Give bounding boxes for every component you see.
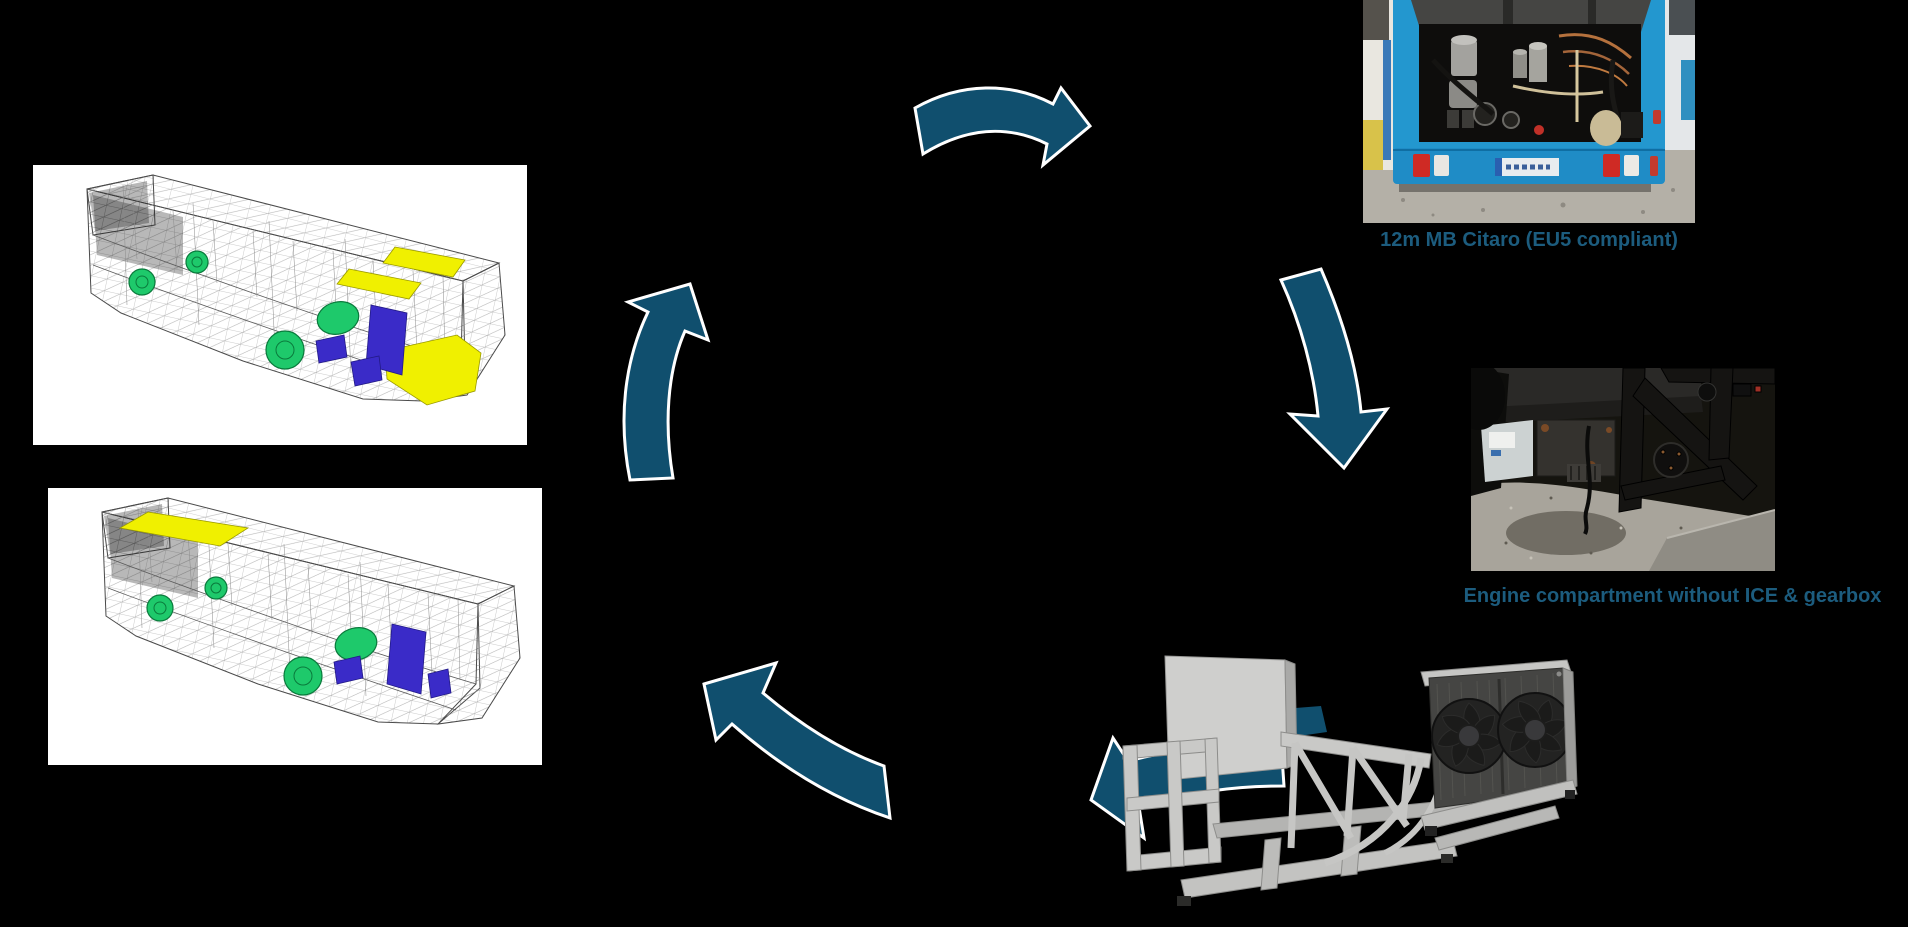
roof-panel-yellow-2 xyxy=(336,268,422,300)
gearbox-mount-area xyxy=(1536,419,1616,482)
front-axle-wheel xyxy=(128,268,156,296)
tail-lights xyxy=(1413,110,1661,177)
rear-frame-beams xyxy=(1618,368,1775,513)
cad-bus-panel-bottom xyxy=(48,488,542,765)
roof-panel-yellow-front xyxy=(118,511,250,547)
rack-front-subframe xyxy=(1122,737,1222,872)
fan-right xyxy=(1497,692,1573,768)
traction-motor xyxy=(316,301,360,335)
rack-back-panel xyxy=(1164,655,1298,781)
wireframe-bus-model-b xyxy=(101,497,521,725)
rack-and-radiator-cad-render xyxy=(1085,648,1630,913)
background-bus-left xyxy=(1363,0,1393,170)
battery-pack-small-2 xyxy=(427,668,452,699)
wireframe-bus-model-a xyxy=(86,174,506,406)
battery-pack-small-2 xyxy=(350,355,383,387)
driver-area-cluster xyxy=(93,195,183,275)
curved-arrow-down-icon xyxy=(1278,267,1391,471)
battery-pack-large xyxy=(386,623,427,695)
hanging-cable xyxy=(1583,425,1592,535)
daylight-opening xyxy=(1481,420,1533,482)
bus-photo-caption: 12m MB Citaro (EU5 compliant) xyxy=(1380,229,1678,251)
engine-components xyxy=(1431,33,1643,146)
radiator-unit xyxy=(1420,659,1578,851)
curved-arrow-up-left-icon xyxy=(702,660,892,821)
rear-axle-wheel xyxy=(283,656,323,696)
engine-compartment-photo xyxy=(1471,368,1775,571)
curved-arrow-right-icon xyxy=(913,85,1093,169)
hatch-corner xyxy=(1649,510,1775,571)
rear-axle-wheel xyxy=(265,330,305,370)
license-plate xyxy=(1495,158,1559,176)
engine-photo-caption: Engine compartment without ICE & gearbox xyxy=(1463,585,1882,607)
curved-arrow-up-icon xyxy=(622,282,711,482)
rack-and-radiator-image xyxy=(1122,655,1578,906)
engine-compartment-photo-image xyxy=(1471,368,1775,571)
front-axle-wheel xyxy=(146,594,174,622)
bus-front-face xyxy=(86,174,156,236)
rear-cap-yellow xyxy=(384,334,482,406)
battery-pack-small-1 xyxy=(315,334,348,364)
mid-hub-motor xyxy=(204,576,228,600)
roof-panel-yellow-1 xyxy=(382,246,466,278)
battery-pack-small-1 xyxy=(333,655,364,685)
mid-hub-motor xyxy=(185,250,209,274)
fan-left xyxy=(1431,698,1507,774)
rack-struts xyxy=(1280,731,1448,867)
bus-rear-photo-image xyxy=(1363,0,1695,223)
background-bus-right xyxy=(1665,0,1695,150)
bus-rear-photo xyxy=(1363,0,1695,223)
cad-bus-panel-top xyxy=(33,165,527,445)
